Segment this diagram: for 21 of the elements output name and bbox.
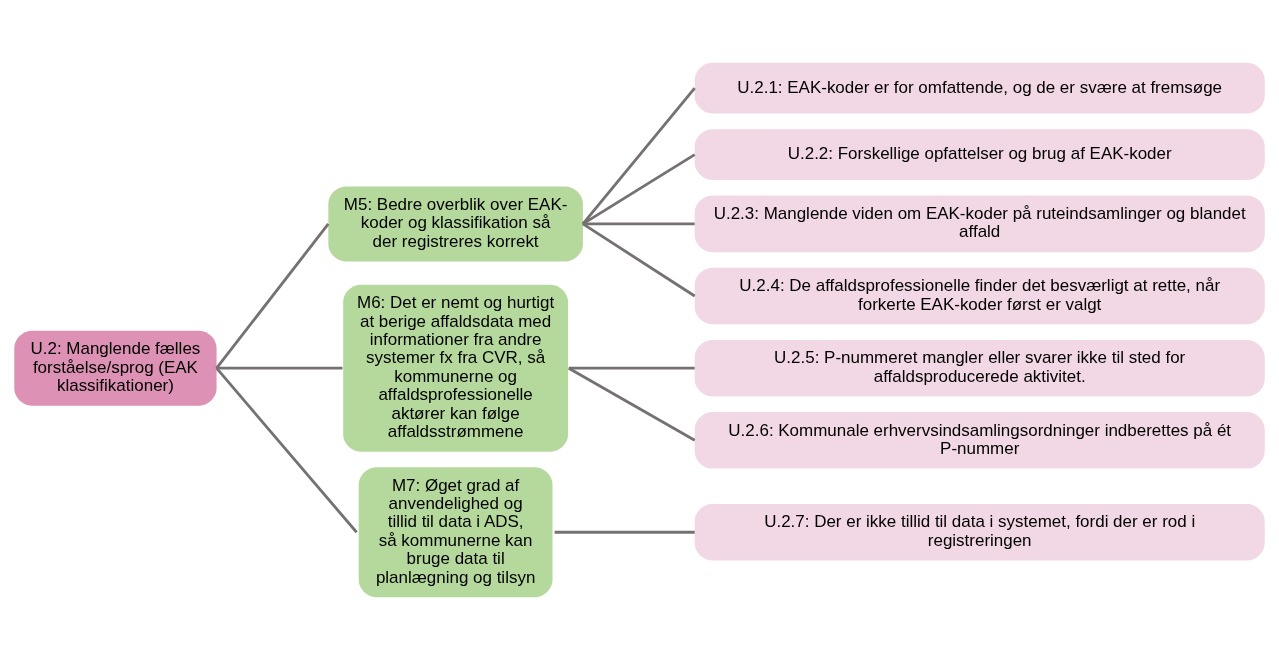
connector [568,366,696,442]
node-box: M5: Bedre overblik over EAK-koder og klassifikation så der registreres korrekt [328,186,583,262]
node-box: U.2.6: Kommunale erhvervsindsamlingsordninger indberettes på ét P-nummer [694,412,1265,469]
connector [581,87,696,225]
connector [582,222,695,226]
node-box: U.2.3: Manglende viden om EAK-koder på ruteindsamlinger og blandet affald [694,195,1265,253]
node-box: M7: Øget grad af anvendelighed og tillid til data i ADS, så kommunerne kan bruge data til planlægning og tilsyn [358,467,553,598]
connector [568,366,695,370]
connector [554,530,695,534]
node-box: U.2.4: De affaldsprofessionelle finder det besværligt at rette, når forkerte EAK-koder først er valgt [694,267,1265,325]
connector [582,222,696,298]
node-box: M6: Det er nemt og hurtigt at berige affaldsdata med informationer fra andre systemer fx fra CVR, så kommunerne og affaldsprofessionelle aktører kan følge affaldsstrømmene [343,284,569,452]
node-box: U.2.2: Forskellige opfattelser og brug af EAK-koder [694,129,1265,181]
node-box: U.2.1: EAK-koder er for omfattende, og de er svære at fremsøge [694,62,1265,114]
connector [215,223,330,370]
connector [215,367,358,534]
node-box: U.2.5: P-nummeret mangler eller svarer ikke til sted for affaldsproducerede aktivitet. [694,339,1265,397]
connector [216,366,343,370]
node-box: U.2: Manglende fælles forståelse/sprog (EAK klassifikationer) [14,330,217,406]
connector [582,153,696,226]
node-box: U.2.7: Der er ikke tillid til data i systemet, fordi der er rod i registreringen [694,504,1265,561]
